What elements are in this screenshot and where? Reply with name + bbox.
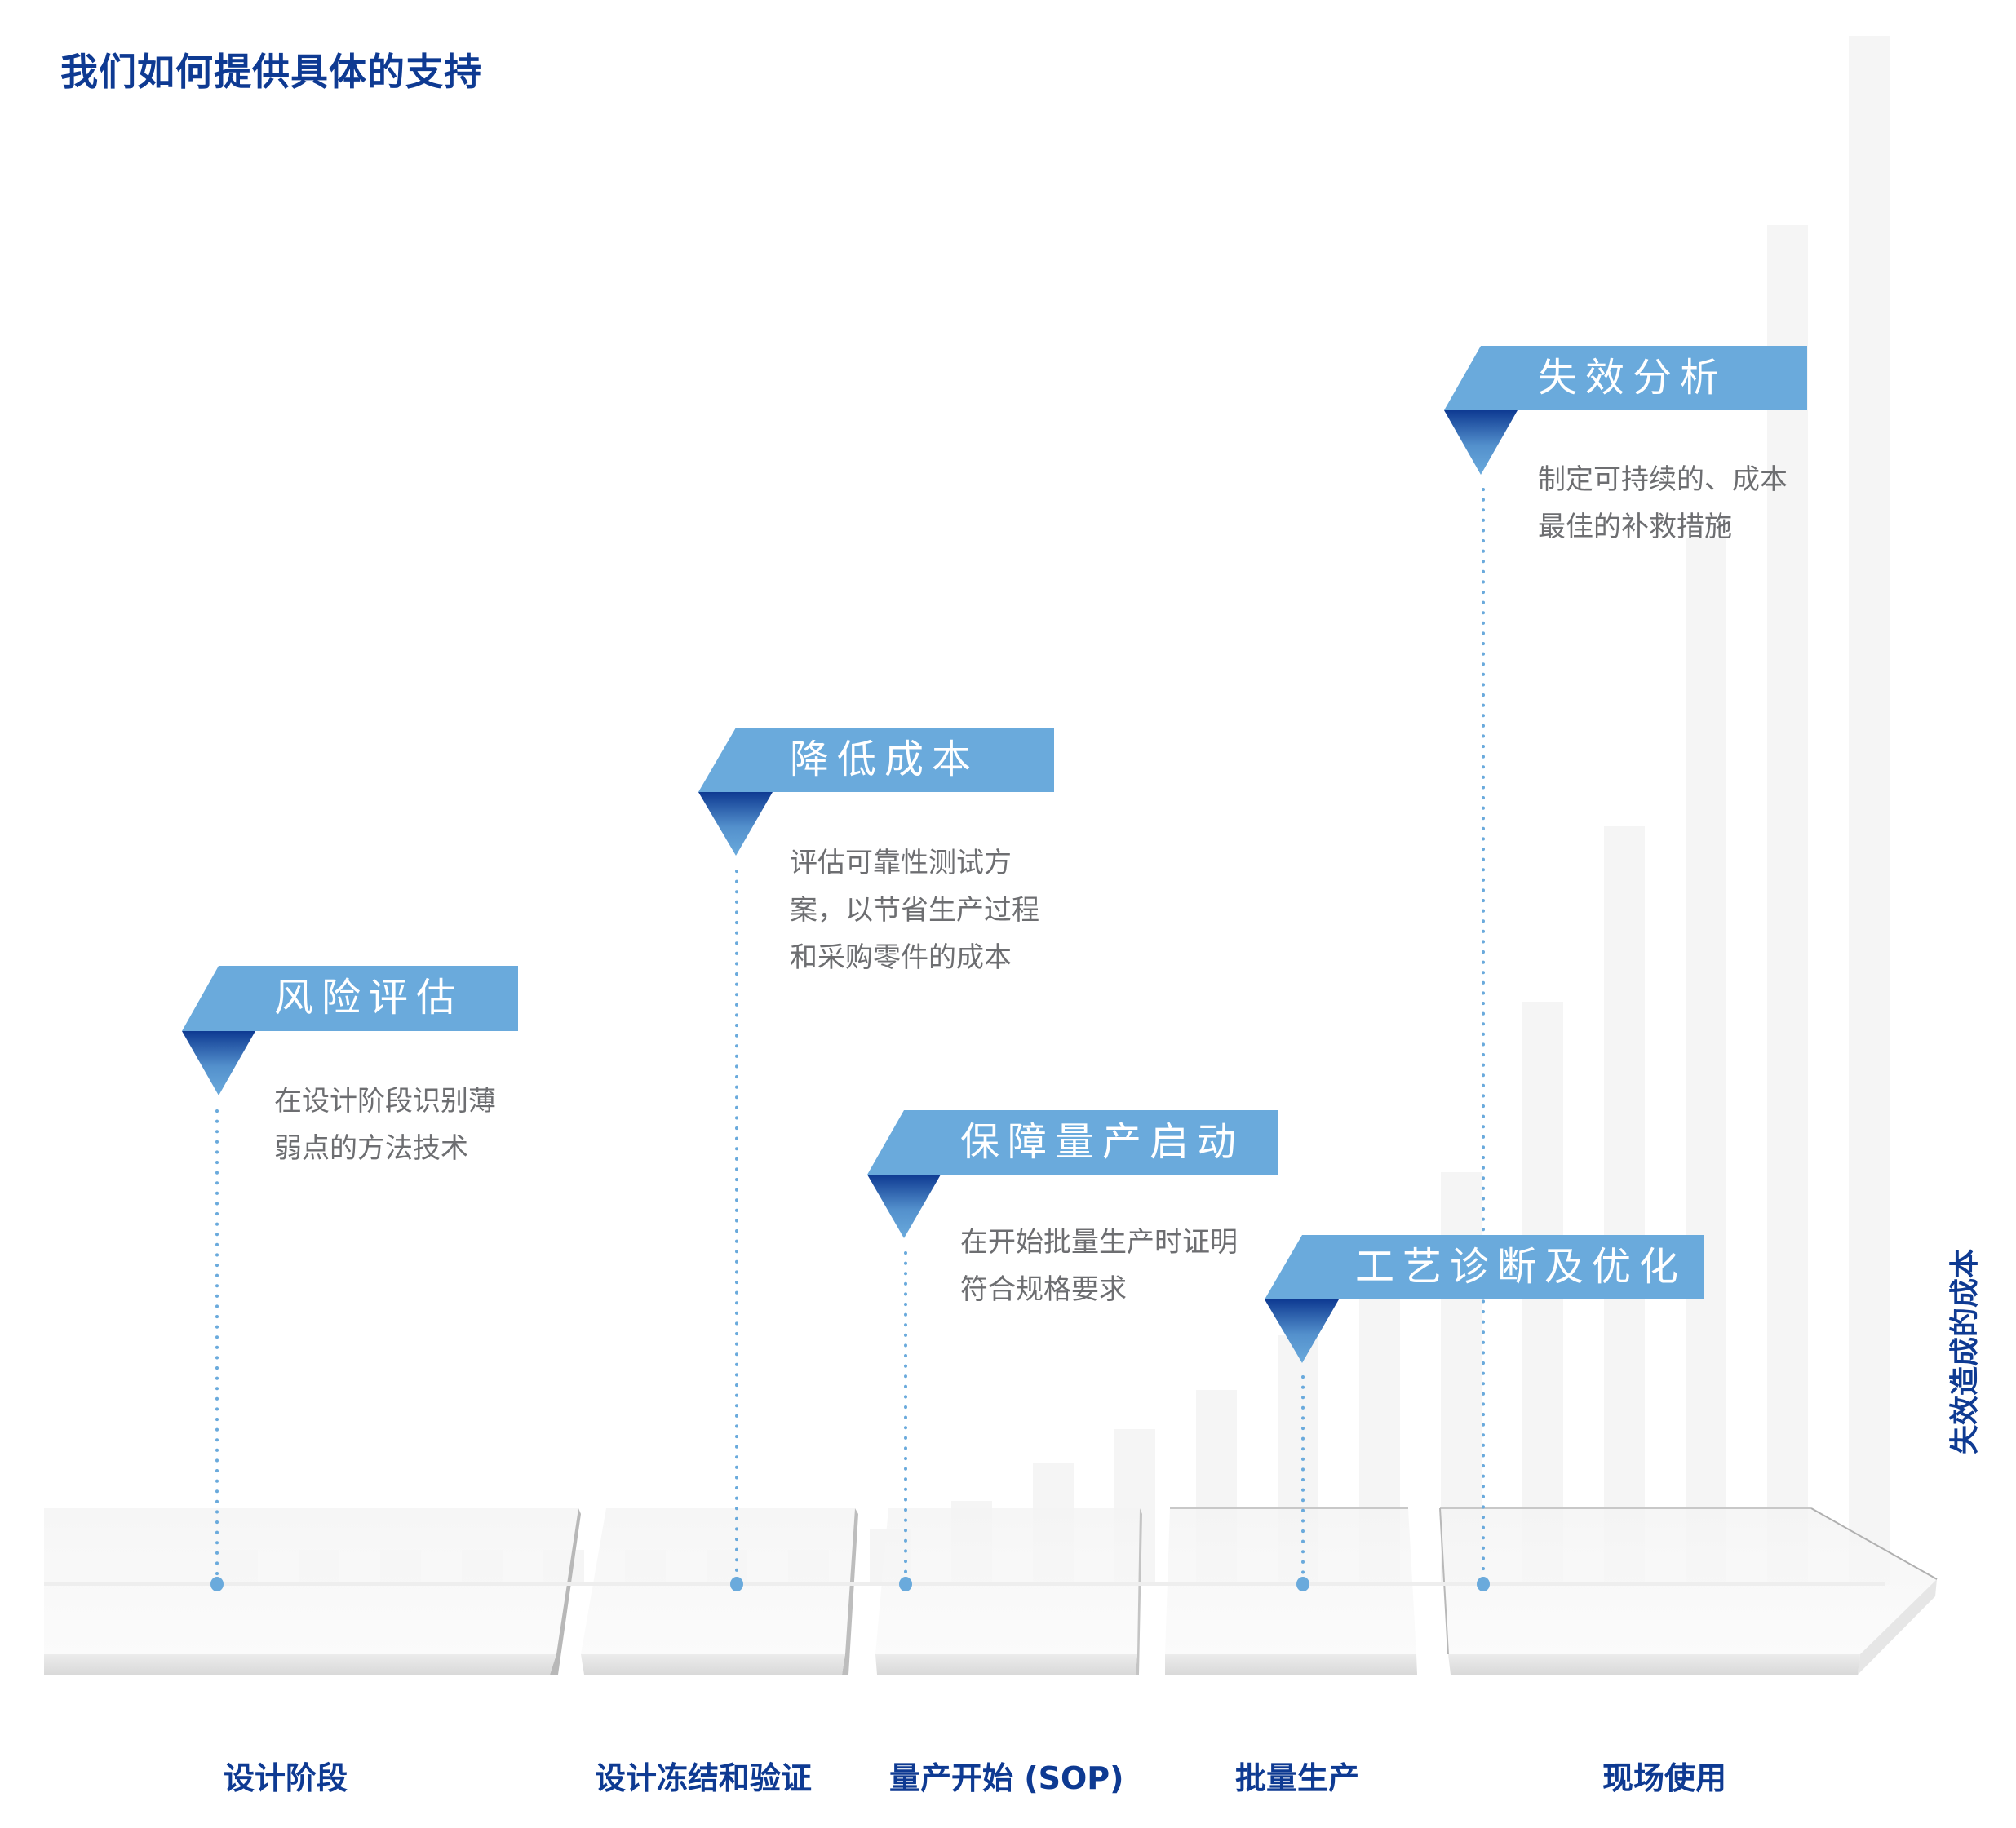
- stage-dots: [210, 1577, 1490, 1591]
- callout-desc-line: 和采购零件的成本: [790, 941, 1012, 974]
- ribbon-pointer-icon: [182, 966, 518, 1095]
- stage-dot-icon: [1477, 1577, 1490, 1591]
- callout-desc-line: 在开始批量生产时证明: [960, 1226, 1238, 1259]
- callout-desc-line: 案，以节省生产过程: [790, 894, 1039, 927]
- connectors: [215, 488, 1485, 1578]
- stage-label-mass-production: 批量生产: [1234, 1760, 1359, 1796]
- stage-label-sop: 量产开始 (SOP): [889, 1760, 1124, 1796]
- cost-bar: [1849, 36, 1890, 1585]
- y-axis-label: 失效造成的成本: [1948, 1248, 1982, 1455]
- stage-dot-icon: [730, 1577, 743, 1591]
- callout-desc: 评估可靠性测试方 案，以节省生产过程 和采购零件的成本: [790, 839, 1039, 981]
- cost-bars: [217, 36, 1890, 1585]
- callout-desc-line: 评估可靠性测试方: [790, 847, 1012, 879]
- callout-desc-line: 符合规格要求: [960, 1273, 1127, 1306]
- callout-desc-line: 弱点的方法技术: [274, 1132, 468, 1165]
- bar-baseline: [44, 1582, 1885, 1586]
- ribbon-pointer-icon: [698, 728, 1054, 856]
- stage-platforms: [44, 1507, 1938, 1675]
- stage-dot-icon: [1296, 1577, 1309, 1591]
- cost-bar: [1767, 225, 1808, 1585]
- callout-desc-line: 在设计阶段识别薄: [274, 1085, 496, 1118]
- callout-title-sop-assurance: 保障量产启动: [960, 1119, 1245, 1165]
- callout-title-process-optimization: 工艺诊断及优化: [1355, 1244, 1687, 1290]
- page-title: 我们如何提供具体的支持: [60, 50, 482, 94]
- cost-bar: [1604, 826, 1645, 1585]
- callout-title-cost-reduction: 降低成本: [790, 737, 980, 782]
- callout-desc-line: 制定可持续的、成本: [1538, 463, 1788, 496]
- callout-desc-line: 最佳的补救措施: [1538, 511, 1732, 543]
- stage-label-field-use: 现场使用: [1602, 1760, 1726, 1796]
- stage-label-design: 设计阶段: [223, 1760, 348, 1796]
- callout-desc: 制定可持续的、成本 最佳的补救措施: [1538, 456, 1788, 551]
- callout-title-risk-assessment: 风险评估: [274, 975, 464, 1020]
- callout-title-failure-analysis: 失效分析: [1538, 355, 1728, 401]
- stage-label-design-freeze: 设计冻结和验证: [594, 1760, 812, 1796]
- ribbon-pointer-icon: [1265, 1235, 1704, 1363]
- stage-dot-icon: [899, 1577, 912, 1591]
- callout-desc: 在开始批量生产时证明 符合规格要求: [960, 1219, 1238, 1313]
- ribbon-pointer-icon: [867, 1110, 1278, 1238]
- cost-bar: [1686, 538, 1726, 1585]
- callout-desc: 在设计阶段识别薄 弱点的方法技术: [274, 1078, 496, 1172]
- ribbon-pointer-icon: [1444, 346, 1807, 475]
- stage-dot-icon: [210, 1577, 224, 1591]
